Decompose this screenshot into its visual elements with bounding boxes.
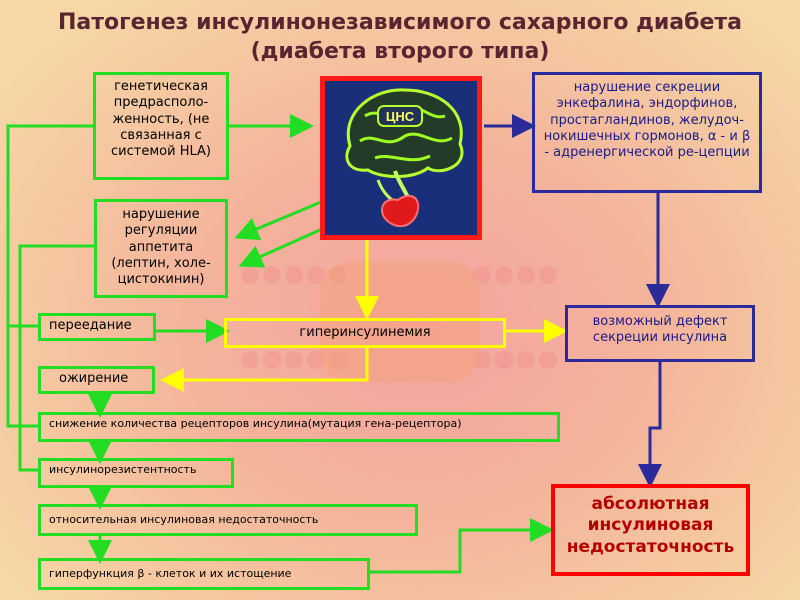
page-title: Патогенез инсулинонезависимого сахарного… — [0, 8, 800, 66]
relative-insufficiency-box: относительная инсулиновая недостаточност… — [38, 504, 418, 536]
title-line-2: (диабета второго типа) — [250, 39, 550, 64]
hyperinsulinemia-box: гиперинсулинемия — [224, 318, 506, 348]
cns-brain-illustration: ЦНС — [320, 76, 482, 240]
insulin-secretion-defect-text: возможный дефект секреции инсулина — [592, 314, 728, 346]
cns-label: ЦНС — [386, 109, 415, 124]
genetic-predisposition-box: генетическая предрасполо-женность, (не с… — [93, 72, 229, 180]
hyperinsulinemia-text: гиперинсулинемия — [299, 325, 431, 340]
appetite-regulation-box: нарушение регуляции аппетита (лептин, хо… — [94, 199, 228, 298]
absolute-insufficiency-box: абсолютная инсулиновая недостаточность — [551, 484, 750, 576]
appetite-regulation-text: нарушение регуляции аппетита (лептин, хо… — [111, 207, 211, 287]
connector-genetic-bracket — [6, 124, 93, 428]
connector-hyperfunction-to-absolute — [370, 518, 554, 574]
receptor-reduction-box: снижение количества рецепторов инсулина(… — [38, 412, 560, 442]
insulin-resistance-text: инсулинорезистентность — [49, 463, 197, 476]
secretion-disorder-box: нарушение секреции энкефалина, эндорфино… — [532, 72, 762, 193]
genetic-predisposition-text: генетическая предрасполо-женность, (не с… — [111, 79, 211, 159]
secretion-disorder-text: нарушение секреции энкефалина, эндорфино… — [543, 80, 751, 160]
relative-insufficiency-text: относительная инсулиновая недостаточност… — [49, 513, 319, 526]
beta-cell-hyperfunction-text: гиперфункция β - клеток и их истощение — [49, 567, 292, 580]
insulin-resistance-box: инсулинорезистентность — [38, 458, 234, 488]
overeating-text: переедание — [49, 318, 132, 333]
connector-hyperinsulinemia-to-obesity — [160, 348, 369, 392]
obesity-text: ожирение — [59, 371, 129, 386]
insulin-secretion-defect-box: возможный дефект секреции инсулина — [565, 305, 755, 362]
overeating-box: переедание — [38, 313, 156, 341]
absolute-insufficiency-text: абсолютная инсулиновая недостаточность — [566, 494, 735, 557]
connector-appetite-bracket — [18, 244, 94, 472]
connector-defect-to-absolute — [638, 362, 662, 488]
beta-cell-hyperfunction-box: гиперфункция β - клеток и их истощение — [38, 558, 370, 590]
receptor-reduction-text: снижение количества рецепторов инсулина(… — [49, 417, 462, 430]
title-line-1: Патогенез инсулинонезависимого сахарного… — [57, 10, 742, 35]
obesity-box: ожирение — [38, 366, 155, 394]
